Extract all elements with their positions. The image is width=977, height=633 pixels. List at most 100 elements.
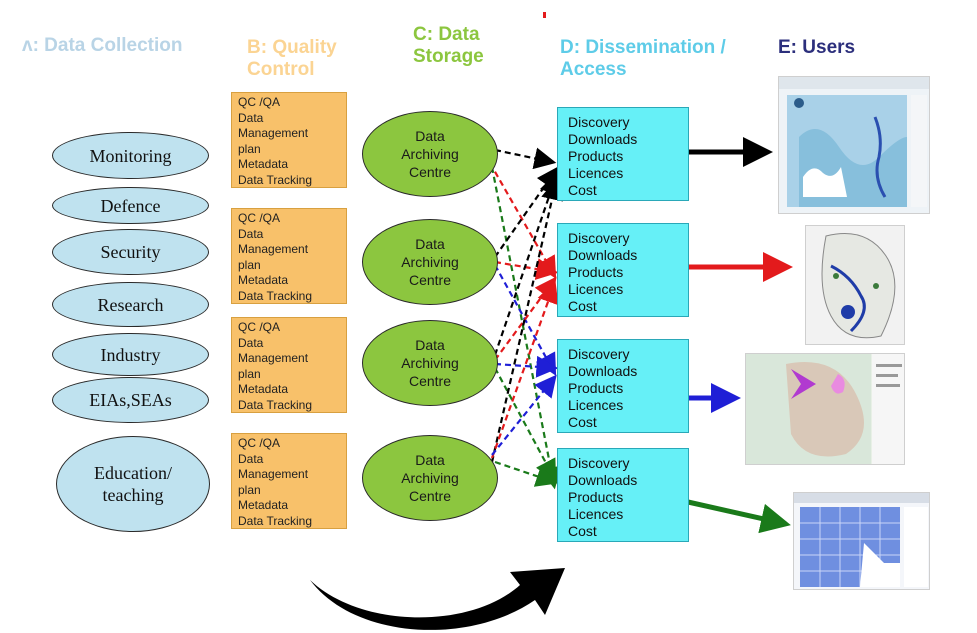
header-dissemination-line1: D: Dissemination /	[560, 37, 726, 58]
source-label: Monitoring	[89, 145, 172, 166]
map-screenshot-4	[794, 493, 929, 587]
source-research: Research	[52, 282, 209, 327]
connector-blue	[494, 355, 559, 378]
source-label: Defence	[100, 195, 161, 216]
access-line: Discovery	[568, 230, 630, 246]
qc-box: QC /QA Data Management plan Metadata Dat…	[231, 208, 347, 304]
qc-line: Data Tracking	[238, 513, 313, 528]
qc-box: QC /QA Data Management plan Metadata Dat…	[231, 317, 347, 413]
header-data-storage-line1: C: Data	[413, 24, 480, 45]
source-industry: Industry	[52, 333, 209, 376]
qc-line: QC /QA	[238, 95, 281, 109]
access-line: Downloads	[568, 363, 638, 379]
map-screenshot-icon	[805, 225, 905, 345]
access-line: Downloads	[568, 247, 638, 263]
access-line: Products	[568, 148, 624, 164]
qc-box: QC /QA Data Management plan Metadata Dat…	[231, 433, 347, 529]
source-eias-seas: EIAs,SEAs	[52, 377, 209, 423]
access-line: Cost	[568, 414, 597, 430]
qc-line: Metadata	[238, 382, 289, 396]
map-screenshot-icon	[793, 492, 930, 590]
qc-line: Data	[238, 335, 264, 350]
access-line: Discovery	[568, 455, 630, 471]
storage-line: Centre	[408, 164, 452, 180]
connector-black	[494, 147, 557, 170]
storage-line: Archiving	[401, 355, 459, 371]
qc-line: Data	[238, 451, 264, 466]
archiving-centre: Data Archiving Centre	[362, 435, 498, 521]
qc-line: Metadata	[238, 273, 289, 287]
header-data-storage: C: Data Storage	[413, 24, 484, 68]
header-quality-control-line2: Control	[247, 59, 315, 80]
access-line: Licences	[568, 165, 624, 181]
header-dissemination-line2: Access	[560, 59, 627, 80]
access-line: Products	[568, 380, 624, 396]
qc-line: Metadata	[238, 498, 289, 512]
connector-black	[493, 171, 561, 356]
access-line: Licences	[568, 397, 624, 413]
storage-line: Archiving	[401, 146, 459, 162]
source-label: Security	[100, 242, 161, 262]
header-dissemination: D: Dissemination / Access	[560, 37, 726, 81]
access-line: Cost	[568, 298, 597, 314]
storage-line: Centre	[408, 373, 452, 389]
map-screenshot-icon	[745, 353, 905, 465]
storage-line: Centre	[408, 488, 452, 504]
connector-green	[494, 460, 559, 487]
qc-line: Data Tracking	[238, 397, 313, 412]
source-label: EIAs,SEAs	[89, 390, 172, 410]
access-box: Discovery Downloads Products Licences Co…	[557, 448, 689, 542]
access-line: Licences	[568, 281, 624, 297]
qc-line: plan	[238, 366, 261, 381]
source-education-teaching: Education/ teaching	[56, 436, 210, 532]
header-data-collection: ᴧ: Data Collection	[22, 35, 183, 56]
access-box: Discovery Downloads Products Licences Co…	[557, 339, 689, 433]
connector-blue	[491, 374, 557, 456]
access-line: Products	[568, 489, 624, 505]
archiving-centre: Data Archiving Centre	[362, 111, 498, 197]
access-line: Products	[568, 264, 624, 280]
qc-line: Management	[238, 467, 309, 481]
access-line: Cost	[568, 523, 597, 539]
qc-line: QC /QA	[238, 320, 281, 334]
source-label: Education/	[94, 463, 172, 483]
qc-line: QC /QA	[238, 211, 281, 225]
qc-line: Management	[238, 126, 309, 140]
storage-line: Data	[415, 337, 445, 353]
access-line: Cost	[568, 182, 597, 198]
storage-line: Data	[415, 236, 445, 252]
source-monitoring: Monitoring	[52, 132, 209, 179]
qc-line: Data	[238, 110, 264, 125]
map-screenshot-icon	[778, 76, 930, 214]
storage-line: Centre	[408, 272, 452, 288]
qc-line: Data Tracking	[238, 172, 313, 187]
storage-line: Data	[415, 452, 445, 468]
qc-line: Data	[238, 226, 264, 241]
header-data-storage-line2: Storage	[413, 46, 484, 67]
connector-green	[494, 367, 557, 482]
map-screenshot-1	[779, 77, 929, 207]
header-quality-control-line1: B: Quality	[247, 37, 337, 58]
arrow-to-user-green	[687, 499, 791, 534]
source-label: Research	[97, 294, 164, 315]
qc-line: QC /QA	[238, 436, 281, 450]
storage-line: Archiving	[401, 470, 459, 486]
archiving-centre: Data Archiving Centre	[362, 320, 498, 406]
access-box: Discovery Downloads Products Licences Co…	[557, 107, 689, 201]
map-screenshot-2	[821, 233, 896, 339]
storage-line: Archiving	[401, 254, 459, 270]
connector-black	[494, 166, 559, 258]
qc-line: Metadata	[238, 157, 289, 171]
map-screenshot-3	[746, 354, 904, 464]
header-quality-control: B: Quality Control	[247, 37, 337, 81]
connector-red	[489, 162, 557, 279]
qc-line: plan	[238, 482, 261, 497]
access-line: Discovery	[568, 346, 630, 362]
archiving-centre: Data Archiving Centre	[362, 219, 498, 305]
source-label: Industry	[100, 344, 161, 365]
access-line: Downloads	[568, 472, 638, 488]
cycle-arrow-icon	[310, 568, 565, 630]
qc-line: Data Tracking	[238, 288, 313, 303]
source-label: teaching	[102, 485, 164, 505]
qc-box: QC /QA Data Management plan Metadata Dat…	[231, 92, 347, 188]
